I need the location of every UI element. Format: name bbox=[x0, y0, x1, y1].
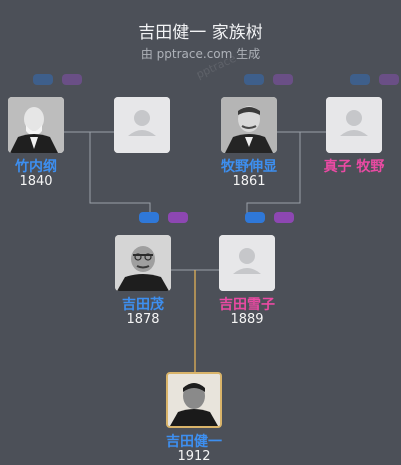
parents-toggle-button[interactable] bbox=[350, 74, 370, 85]
parents-toggle-button[interactable] bbox=[33, 74, 53, 85]
person-year: 1861 bbox=[232, 174, 266, 189]
avatar-placeholder-icon bbox=[219, 235, 275, 291]
parents-toggle-button[interactable] bbox=[139, 212, 159, 223]
parents-toggle-button[interactable] bbox=[245, 212, 265, 223]
portrait-photo bbox=[8, 97, 64, 153]
person-card-shigeru[interactable] bbox=[115, 235, 171, 291]
parents-toggle-button[interactable] bbox=[244, 74, 264, 85]
person-name[interactable]: 吉田雪子 bbox=[219, 297, 275, 313]
person-card-takeuchi[interactable] bbox=[8, 97, 64, 153]
person-card-makino-wife[interactable] bbox=[326, 97, 382, 153]
spouse-toggle-button[interactable] bbox=[379, 74, 399, 85]
person-name[interactable]: 竹内纲 bbox=[15, 159, 57, 175]
spouse-toggle-button[interactable] bbox=[168, 212, 188, 223]
person-name[interactable]: 牧野伸显 bbox=[221, 159, 277, 175]
page-subtitle: 由 pptrace.com 生成 bbox=[140, 47, 261, 61]
page-title: 吉田健一 家族树 bbox=[138, 23, 263, 43]
person-name[interactable]: 吉田健一 bbox=[166, 434, 222, 450]
person-card-unknown[interactable] bbox=[114, 97, 170, 153]
person-year: 1878 bbox=[126, 312, 160, 327]
person-year: 1912 bbox=[177, 449, 211, 464]
person-name[interactable]: 吉田茂 bbox=[122, 297, 164, 313]
spouse-toggle-button[interactable] bbox=[62, 74, 82, 85]
person-card-makino[interactable] bbox=[221, 97, 277, 153]
portrait-photo bbox=[115, 235, 171, 291]
person-year: 1889 bbox=[230, 312, 264, 327]
portrait-photo bbox=[221, 97, 277, 153]
avatar-placeholder-icon bbox=[326, 97, 382, 153]
spouse-toggle-button[interactable] bbox=[274, 212, 294, 223]
spouse-toggle-button[interactable] bbox=[273, 74, 293, 85]
person-card-yukiko[interactable] bbox=[219, 235, 275, 291]
avatar-placeholder-icon bbox=[114, 97, 170, 153]
person-card-kenichi[interactable] bbox=[166, 372, 222, 428]
portrait-photo bbox=[168, 374, 220, 426]
person-name[interactable]: 真子 牧野 bbox=[323, 159, 385, 175]
person-year: 1840 bbox=[19, 174, 53, 189]
